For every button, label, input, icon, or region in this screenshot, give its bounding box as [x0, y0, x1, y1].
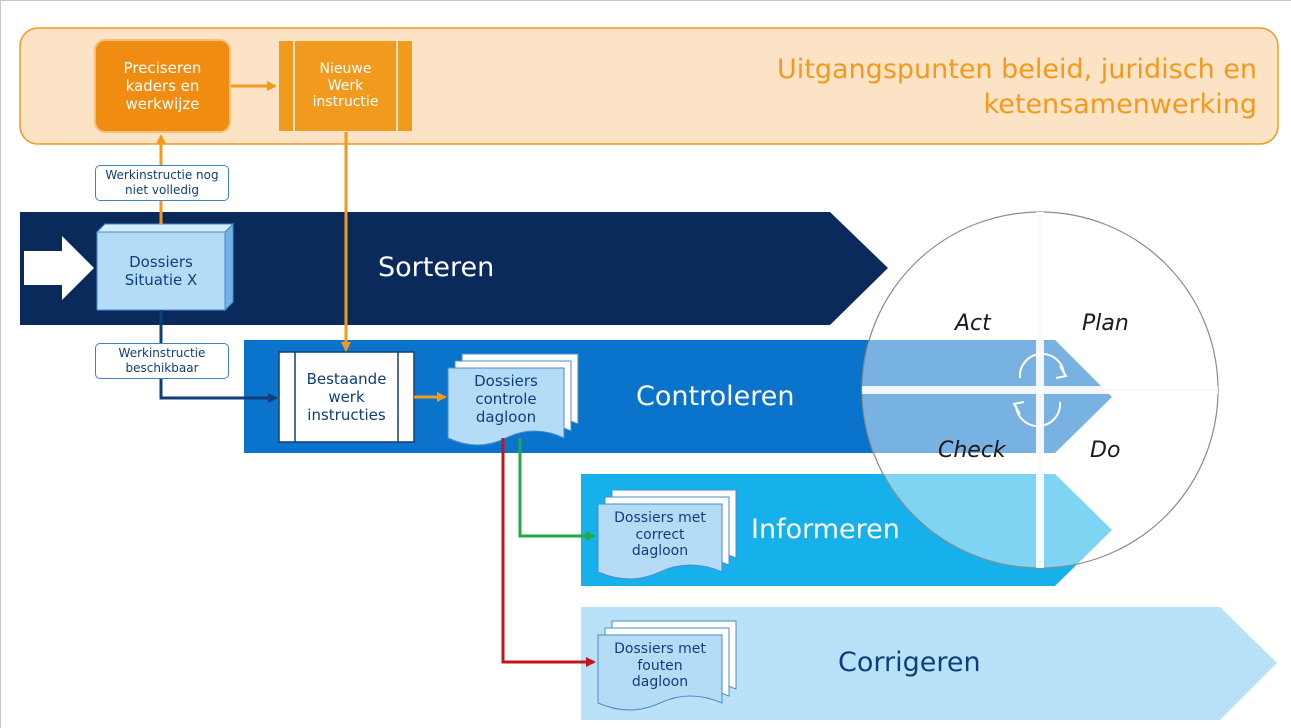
- arrow-controle-to-fouten: [501, 438, 596, 667]
- preciseren-box: [94, 39, 231, 133]
- pdca-do: Do: [1090, 438, 1121, 463]
- dossiers-correct-stack: [597, 489, 737, 580]
- lane-corrigeren: [581, 607, 1277, 720]
- dossiers-fouten-label: Dossiers met fouten dagloon: [614, 640, 706, 691]
- preciseren-label: Preciseren kaders en werkwijze: [123, 59, 202, 113]
- bestaande-werkinstructies-label: Bestaande werk instructies: [306, 370, 387, 424]
- nieuwe-werkinstructie-box: [277, 39, 414, 133]
- bestaande-werkinstructies-box: [278, 351, 415, 443]
- lane-label-informeren: Informeren: [751, 514, 900, 545]
- lane-label-sorteren: Sorteren: [378, 252, 495, 283]
- banner-title: Uitgangspunten beleid, juridisch en kete…: [777, 54, 1257, 121]
- pdca-check: Check: [938, 438, 1006, 463]
- pdca-plan: Plan: [1082, 311, 1129, 336]
- arrow-situatie-to-bestaande: [159, 310, 278, 403]
- lane-sorteren: [20, 212, 888, 325]
- pdca-act: Act: [955, 311, 991, 336]
- arrow-controle-to-correct: [518, 438, 596, 541]
- condition-niet-volledig: Werkinstructie nog niet volledig: [95, 165, 229, 201]
- lane-label-controleren: Controleren: [636, 381, 795, 412]
- condition-beschikbaar: Werkinstructie beschikbaar: [95, 343, 229, 379]
- nieuwe-werkinstructie-label: Nieuwe Werk instructie: [312, 60, 379, 111]
- lane-label-corrigeren: Corrigeren: [838, 647, 981, 678]
- dossiers-situatie-label: Dossiers Situatie X: [124, 253, 198, 289]
- pdca-circle: [861, 211, 1219, 569]
- input-arrow: [24, 236, 94, 300]
- dossiers-correct-label: Dossiers met correct dagloon: [614, 509, 706, 560]
- dossiers-controle-label: Dossiers controle dagloon: [474, 372, 538, 426]
- dossiers-fouten-stack: [597, 620, 737, 711]
- dossiers-controle-stack: [447, 353, 579, 446]
- cycle-icon: [1018, 352, 1065, 379]
